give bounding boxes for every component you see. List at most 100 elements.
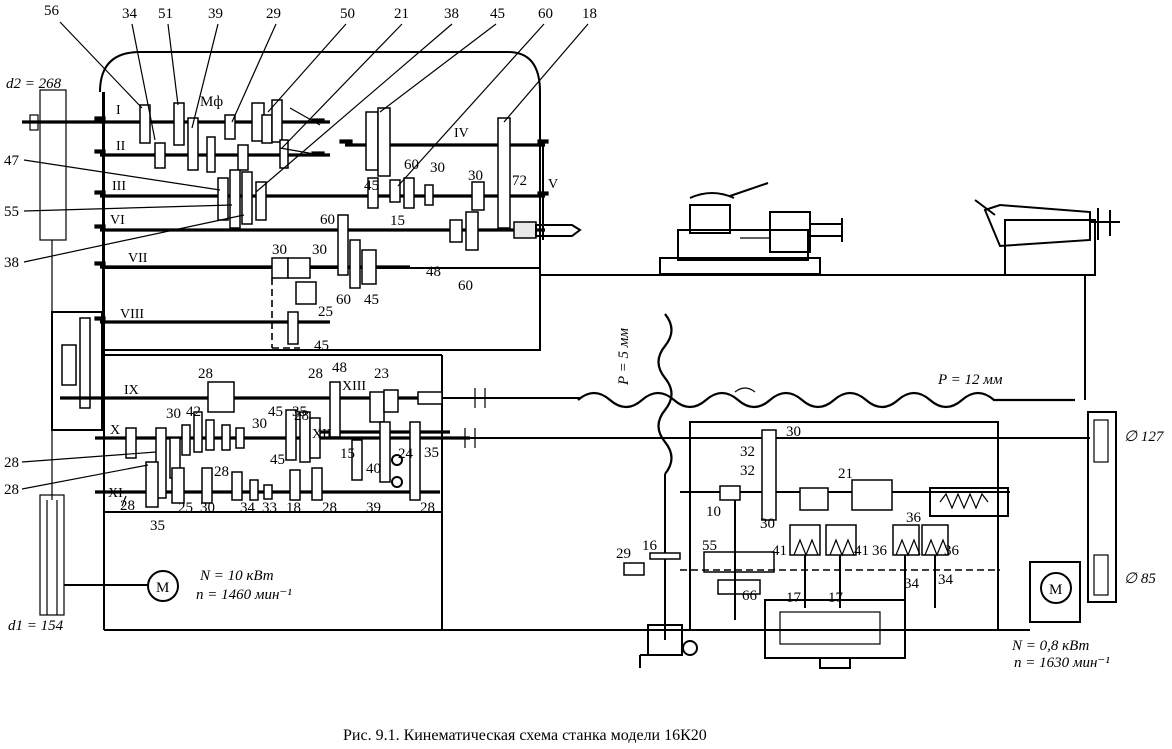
lead-screw xyxy=(577,387,1075,409)
shaft-label: X xyxy=(110,423,120,438)
gear-label: 34 xyxy=(904,576,920,592)
gear-label: 48 xyxy=(426,264,441,280)
gear-label: 30 xyxy=(786,424,801,440)
gear-label: 60 xyxy=(458,278,473,294)
gear-label: 55 xyxy=(702,538,717,554)
gear-label: 29 xyxy=(616,546,631,562)
gear-label: 30 xyxy=(272,242,287,258)
headstock-bearings xyxy=(94,116,549,321)
gear-label: 50 xyxy=(340,6,355,22)
cross-feed-screw xyxy=(657,313,673,640)
gear-label: 35 xyxy=(292,404,307,420)
gear-label: 24 xyxy=(398,446,414,462)
shaft-label: II xyxy=(116,139,126,154)
shaft-label: I xyxy=(116,103,121,118)
main-motor: M xyxy=(147,570,179,602)
gear-label: 45 xyxy=(268,404,283,420)
gear-label: 35 xyxy=(150,518,165,534)
gear-label: 17 xyxy=(786,590,802,606)
gear-label: 48 xyxy=(332,360,347,376)
gear-label: 23 xyxy=(374,366,389,382)
gear-label: 15 xyxy=(340,446,355,462)
gear-label: 56 xyxy=(44,3,60,19)
feed-pulley-bottom: ∅ 85 xyxy=(1124,571,1156,587)
gear-label: 25 xyxy=(318,304,333,320)
gear-label: 60 xyxy=(320,212,335,228)
gear-label: 60 xyxy=(336,292,351,308)
shaft-label: XII xyxy=(312,427,332,442)
gear-label: 36 xyxy=(906,510,922,526)
gear-label: 60 xyxy=(538,6,553,22)
gear-label: 39 xyxy=(208,6,223,22)
gear-label: 38 xyxy=(444,6,459,22)
gear-label: 30 xyxy=(200,500,215,516)
gear-label: 45 xyxy=(270,452,285,468)
gear-label: 30 xyxy=(252,416,267,432)
gear-label: 34 xyxy=(938,572,954,588)
gear-label: 29 xyxy=(266,6,281,22)
gear-label: 16 xyxy=(642,538,658,554)
gear-label: 28 xyxy=(294,408,309,424)
gear-label: 28 xyxy=(322,500,337,516)
carriage-toolpost xyxy=(659,182,843,275)
pulley-d1-label: d1 = 154 xyxy=(8,618,64,634)
tailstock xyxy=(974,199,1120,276)
gear-label: 21 xyxy=(394,6,409,22)
gear-label: 45 xyxy=(490,6,505,22)
gear-label: 28 xyxy=(120,498,135,514)
gear-label: 30 xyxy=(430,160,445,176)
gear-label: 39 xyxy=(366,500,381,516)
feed-motor-speed: n = 1630 мин⁻¹ xyxy=(1014,655,1110,671)
shaft-label: XI xyxy=(108,486,123,501)
gear-labels-left: 47 55 38 xyxy=(4,153,245,271)
shaft-label: IX xyxy=(124,383,139,398)
gear-label: 55 xyxy=(4,204,19,220)
gear-label: 36 xyxy=(944,543,960,559)
shaft-label: III xyxy=(112,179,126,194)
gear-label: 28 xyxy=(308,366,323,382)
gear-label: 28 xyxy=(4,482,19,498)
gear-labels-feedbox: 28 42 30 30 45 35 28 48 23 28 45 15 40 2… xyxy=(4,360,439,534)
gear-label: 45 xyxy=(364,178,379,194)
gear-label: 51 xyxy=(158,6,173,22)
gear-label: 32 xyxy=(740,444,755,460)
gear-label: 30 xyxy=(166,406,181,422)
gear-label: 34 xyxy=(122,6,138,22)
pulley-d2-label: d2 = 268 xyxy=(6,76,62,92)
main-motor-power: N = 10 кВт xyxy=(199,568,274,584)
gear-labels-top: 56 34 51 39 29 50 21 38 45 60 18 xyxy=(44,3,597,22)
feed-motor-power: N = 0,8 кВт xyxy=(1011,638,1089,654)
gear-labels-apron: 30 32 32 10 30 21 36 41 41 36 36 29 16 5… xyxy=(616,424,960,606)
gear-label: 33 xyxy=(262,500,277,516)
gear-label: 45 xyxy=(364,292,379,308)
gear-label: 47 xyxy=(4,153,20,169)
gear-label: 18 xyxy=(286,500,301,516)
gear-label: 35 xyxy=(424,445,439,461)
gear-label: 28 xyxy=(4,455,19,471)
gear-label: 36 xyxy=(872,543,888,559)
gear-labels-headstock: 60 30 45 15 30 72 60 48 60 30 30 60 45 2… xyxy=(272,157,527,354)
gear-label: 18 xyxy=(582,6,597,22)
main-motor-symbol: M xyxy=(156,580,169,596)
feed-pulley-top: ∅ 127 xyxy=(1124,429,1165,445)
gear-label: 28 xyxy=(214,464,229,480)
gear-label: 28 xyxy=(420,500,435,516)
lead-screw-pitch: P = 12 мм xyxy=(937,372,1003,388)
main-belt-drive xyxy=(22,89,148,616)
main-motor-speed: n = 1460 мин⁻¹ xyxy=(196,587,292,603)
gear-label: 30 xyxy=(760,516,775,532)
gear-label: 42 xyxy=(186,404,201,420)
tumbler-box xyxy=(51,311,103,431)
gear-label: 45 xyxy=(314,338,329,354)
shaft-label: VII xyxy=(128,251,148,266)
gear-leaders-top xyxy=(59,21,589,193)
gear-label: 38 xyxy=(4,255,19,271)
feedbox-gears xyxy=(125,381,486,508)
gear-label: 30 xyxy=(312,242,327,258)
shaft-labels: I II III IV V VI VII VIII IX X XI XII XI… xyxy=(108,103,558,501)
gear-label: 17 xyxy=(828,590,844,606)
gear-label: 32 xyxy=(740,463,755,479)
shaft-label: V xyxy=(548,177,558,192)
gear-label: 72 xyxy=(512,173,527,189)
